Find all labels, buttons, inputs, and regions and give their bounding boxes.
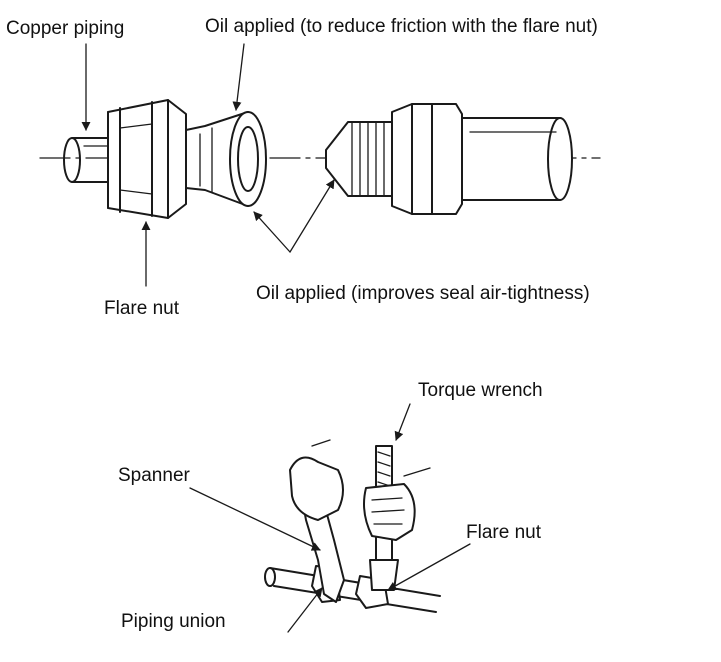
flare-nut-hex <box>107 99 187 219</box>
label-copper-piping: Copper piping <box>6 18 125 39</box>
label-flare-nut-bottom: Flare nut <box>466 522 541 543</box>
label-flare-nut-top: Flare nut <box>104 298 179 319</box>
flare-cone <box>185 111 267 207</box>
piping-union-fitting <box>325 103 573 215</box>
label-oil-applied-seal: Oil applied (improves seal air-tightness… <box>256 283 590 304</box>
wrench-assembly-drawing <box>264 439 441 613</box>
label-piping-union: Piping union <box>121 611 226 632</box>
leader-lines-bottom <box>189 403 471 633</box>
label-torque-wrench: Torque wrench <box>418 380 543 401</box>
label-oil-applied-flare: Oil applied (to reduce friction with the… <box>205 16 598 37</box>
leader-lines-top <box>81 43 335 287</box>
label-spanner: Spanner <box>118 465 190 486</box>
